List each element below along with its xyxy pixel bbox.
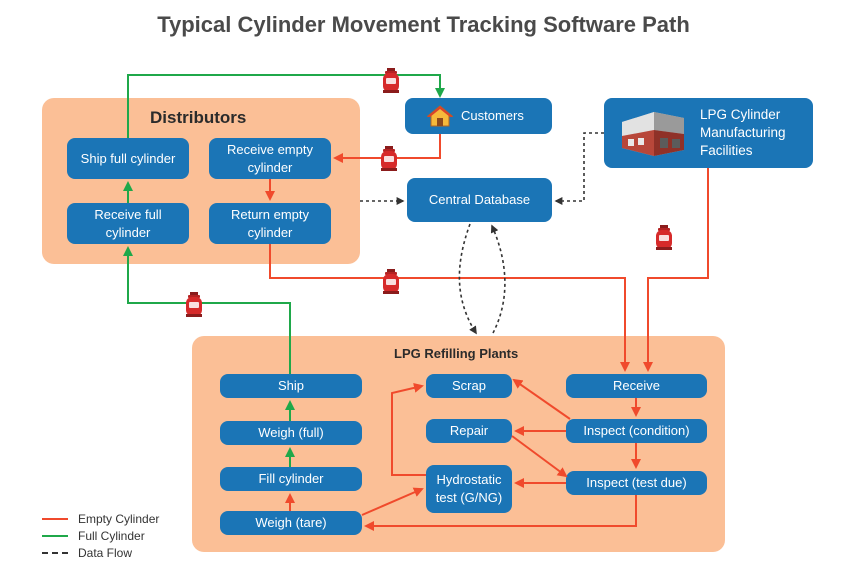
return-empty-cylinder-node: Return empty cylinder [209,203,331,244]
red-arrow-repair-to-testdue [511,435,568,478]
weigh-full-node: Weigh (full) [220,421,362,445]
scrap-node: Scrap [426,374,512,398]
customers-label: Customers [461,108,524,123]
repair-node: Repair [426,419,512,443]
data-flow-mfg-to-db [554,132,604,205]
gas-cylinder-icon [656,225,672,250]
receive-empty-cylinder-node: Receive empty cylinder [209,138,331,179]
legend-full-swatch [42,534,68,537]
red-arrow-inspect-to-scrap [512,378,571,420]
green-path-ship-to-customers [127,74,445,138]
legend-full: Full Cylinder [42,527,159,544]
house-icon [427,105,453,127]
inspect-condition-node: Inspect (condition) [566,419,707,443]
factory-icon [622,112,684,156]
central-database-node: Central Database [407,178,552,222]
weigh-tare-node: Weigh (tare) [220,511,362,535]
legend-full-label: Full Cylinder [78,528,145,543]
legend-data-label: Data Flow [78,545,133,560]
ship-full-cylinder-node: Ship full cylinder [67,138,189,179]
red-path-return-to-plant [269,244,630,372]
lpg-manufacturing-label: LPG Cylinder Manufacturing Facilities [700,107,786,158]
receive-full-cylinder-node: Receive full cylinder [67,203,189,244]
legend-data: Data Flow [42,544,159,561]
gas-cylinder-icon [383,68,399,93]
gas-cylinder-icon [186,292,202,317]
legend-data-swatch [42,551,68,554]
diagram-title: Typical Cylinder Movement Tracking Softw… [157,12,690,37]
red-path-mfg-to-plant [643,168,709,372]
legend-empty: Empty Cylinder [42,510,159,527]
data-flow-plant-to-db [490,224,506,334]
customers-node: Customers [405,98,552,134]
refilling-plants-title: LPG Refilling Plants [394,346,519,361]
gas-cylinder-icon [381,146,397,171]
fill-cylinder-node: Fill cylinder [220,467,362,491]
distributors-title: Distributors [150,108,247,127]
hydrostatic-test-node: Hydrostatic test (G/NG) [426,465,512,513]
green-path-plant-to-distributor [123,246,291,374]
legend-empty-swatch [42,517,68,520]
red-path-hydro-to-scrap [391,382,426,476]
red-arrow-weightare-to-hydro [361,487,424,516]
legend: Empty Cylinder Full Cylinder Data Flow [42,510,159,561]
legend-empty-label: Empty Cylinder [78,511,160,526]
inspect-test-due-node: Inspect (test due) [566,471,707,495]
red-path-customers-to-distributor [333,134,441,163]
lpg-manufacturing-node: LPG Cylinder Manufacturing Facilities [604,98,813,168]
receive-node: Receive [566,374,707,398]
ship-node: Ship [220,374,362,398]
data-flow-db-to-plant [458,223,477,335]
gas-cylinder-icon [383,269,399,294]
red-path-testdue-to-weightare [364,495,637,531]
